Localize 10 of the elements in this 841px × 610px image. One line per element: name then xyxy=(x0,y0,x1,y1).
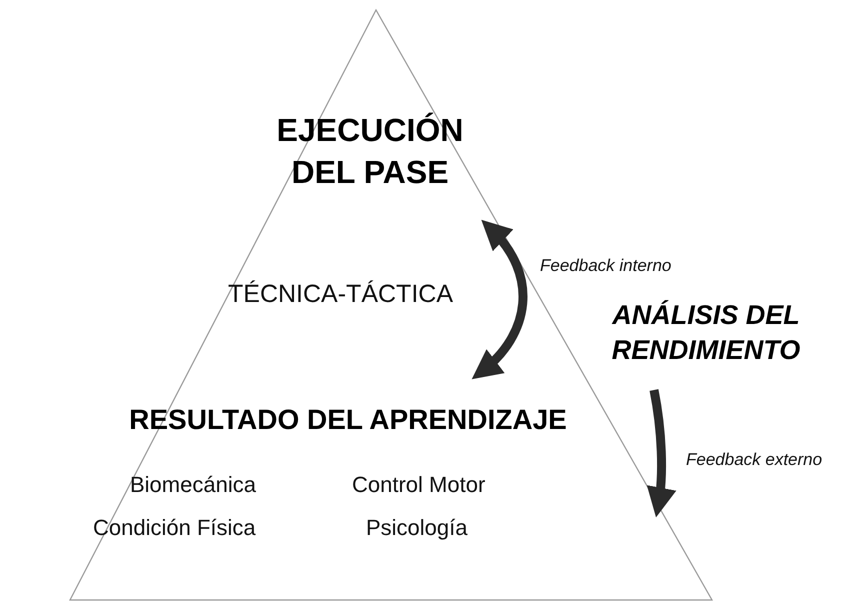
factor-label: TÉCNICA-TÁCTICA xyxy=(228,280,453,309)
edge-label: Feedback interno xyxy=(540,256,672,276)
factor-label: Condición Física xyxy=(93,515,256,541)
factor-label: Control Motor xyxy=(352,472,486,498)
edge-label: Feedback externo xyxy=(686,450,822,470)
curved-arrow xyxy=(646,389,676,518)
factor-label: Biomecánica xyxy=(130,472,256,498)
heading-text: EJECUCIÓN DEL PASE xyxy=(255,110,505,228)
curved-arrow xyxy=(472,219,528,380)
factor-label: Psicología xyxy=(366,515,468,541)
